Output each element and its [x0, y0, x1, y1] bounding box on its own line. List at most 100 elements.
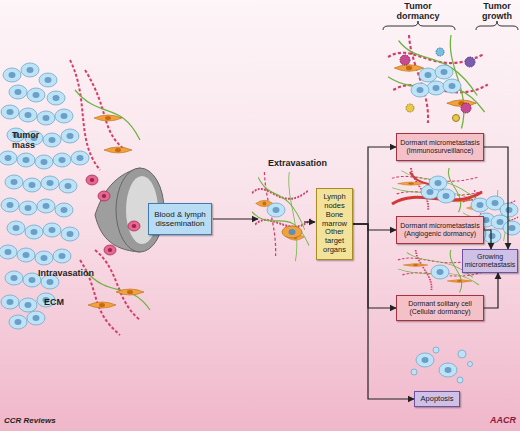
illustration-part	[43, 133, 61, 147]
illustration-part	[400, 55, 410, 65]
illustration-part	[85, 270, 150, 310]
immunosurveillance-illustration	[388, 35, 488, 129]
tumor-mass	[0, 63, 89, 329]
illustration-part	[304, 221, 315, 222]
node-text: (Cellular dormancy)	[409, 308, 470, 316]
flow-arrow	[484, 273, 498, 308]
illustration-part	[411, 369, 417, 375]
illustration-part	[436, 48, 444, 56]
illustration-part	[37, 199, 55, 213]
illustration-part	[433, 347, 439, 353]
illustration-part	[128, 221, 140, 231]
illustration-part	[252, 172, 311, 261]
illustration-part	[55, 203, 73, 217]
illustration-part	[5, 175, 23, 189]
state-box: Dormant micrometastasis(Immunosurveillan…	[396, 133, 484, 161]
illustration-part	[37, 111, 55, 125]
illustration-part	[406, 104, 414, 112]
state-box: Dormant solitary cell(Cellular dormancy)	[396, 295, 484, 321]
outcome-box: Apoptosis	[414, 391, 460, 407]
flow-arrow	[484, 230, 491, 249]
illustration-part	[213, 218, 258, 219]
illustration-part	[39, 73, 57, 87]
illustration-part	[3, 68, 21, 82]
flow-arrow	[484, 147, 508, 249]
section-header: Tumor dormancy	[393, 1, 443, 21]
illustration-part	[25, 225, 43, 239]
illustration-part	[416, 353, 434, 367]
illustration-part	[1, 295, 19, 309]
illustration-part	[104, 147, 132, 153]
illustration-part	[75, 90, 140, 140]
illustration-part	[9, 315, 27, 329]
illustration-part	[443, 79, 461, 93]
part-label: Tumor mass	[12, 130, 46, 150]
illustration-part	[439, 363, 457, 377]
illustration-part	[43, 223, 61, 237]
journal-name: CCR Reviews	[4, 417, 56, 426]
migrating-cell	[282, 226, 302, 238]
flow-arrows	[213, 219, 315, 222]
cell-nucleus	[289, 229, 296, 235]
illustration-part	[35, 251, 53, 265]
node-text: Growing micrometastasis	[465, 253, 516, 270]
illustration-part	[458, 350, 466, 358]
state-box: Dormant micrometastasis(Angiogenic dorma…	[396, 216, 484, 244]
illustration-part	[53, 249, 71, 263]
process-box: Blood & lymph dissemination	[148, 203, 212, 235]
node-text: Blood & lymph dissemination	[151, 210, 209, 229]
illustration-part	[17, 248, 35, 262]
illustration-part	[59, 179, 77, 193]
illustration-part	[23, 178, 41, 192]
illustration-part	[61, 227, 79, 241]
illustration-part	[435, 65, 453, 79]
illustration-part	[9, 85, 27, 99]
illustration-part	[95, 250, 140, 320]
illustration-part	[71, 151, 89, 165]
illustration-part	[392, 168, 482, 212]
illustration-part	[21, 63, 39, 77]
illustration-part	[17, 153, 35, 167]
illustration-part	[104, 245, 116, 255]
illustration-part	[27, 311, 45, 325]
part-label: ECM	[44, 297, 64, 307]
section-header: Tumor growth	[477, 1, 517, 21]
illustration-part	[411, 83, 429, 97]
illustration-part	[41, 176, 59, 190]
extravasation-illustration	[252, 172, 311, 261]
illustration-part	[53, 153, 71, 167]
illustration-part	[427, 81, 445, 95]
flow-arrow	[353, 224, 396, 230]
illustration-part	[47, 91, 65, 105]
node-text: Dormant solitary cell	[408, 300, 471, 308]
flow-arrow	[353, 147, 396, 224]
illustration-part	[88, 302, 116, 308]
publisher-logo: AACR	[490, 415, 516, 425]
illustration-part	[383, 21, 455, 30]
illustration-part	[19, 108, 37, 122]
node-text: Dormant micrometastasis	[400, 222, 479, 230]
angiogenic-illustration	[392, 168, 482, 212]
node-text: (Angiogenic dormancy)	[404, 230, 476, 238]
illustration-part	[1, 105, 19, 119]
header-brackets	[383, 21, 518, 30]
illustration-part	[461, 103, 471, 113]
illustration-part	[0, 151, 17, 165]
illustration-part	[503, 221, 520, 235]
illustration-part	[35, 155, 53, 169]
illustration-part	[19, 298, 37, 312]
illustration-part	[86, 175, 98, 185]
illustration-part	[465, 57, 475, 67]
illustration-part	[5, 271, 23, 285]
node-text: Apoptosis	[421, 395, 454, 404]
node-text: Lymph nodes Bone marrow Other target org…	[319, 193, 350, 255]
illustration-part	[457, 377, 463, 383]
illustration-part	[453, 115, 460, 122]
apoptosis-illustration	[411, 347, 473, 383]
illustration-part	[431, 265, 449, 279]
illustration-part	[429, 176, 447, 190]
organ-box: Lymph nodes Bone marrow Other target org…	[316, 188, 353, 260]
illustration-part	[27, 88, 45, 102]
illustration-part	[70, 60, 100, 170]
